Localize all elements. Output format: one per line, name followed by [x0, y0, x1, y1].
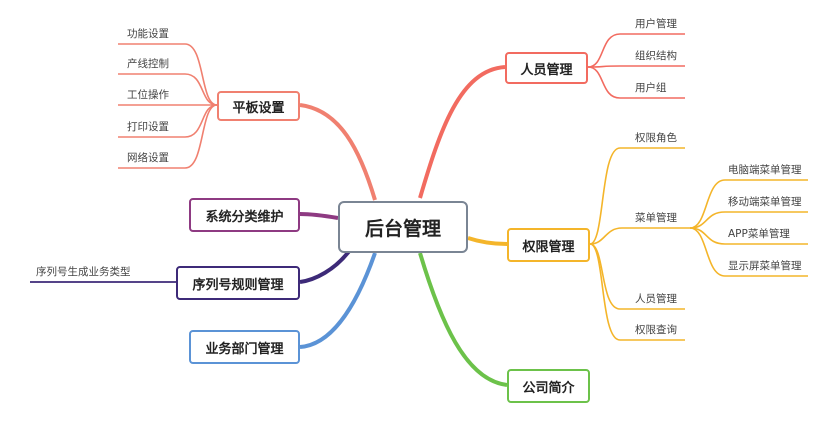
root-node[interactable]: 后台管理: [338, 201, 468, 253]
branch-gongsi[interactable]: 公司简介: [507, 369, 590, 403]
link-pingban-4: [118, 104, 218, 138]
leaf-caidan-3[interactable]: APP菜单管理: [728, 228, 790, 240]
link-quanxian-2: [589, 227, 690, 245]
link-pingban-1: [118, 43, 218, 106]
branch-pingban[interactable]: 平板设置: [217, 91, 300, 121]
leaf-renyuan-3[interactable]: 用户组: [635, 82, 667, 94]
branch-quanxian[interactable]: 权限管理: [507, 228, 590, 262]
leaf-quanxian-4[interactable]: 权限查询: [635, 324, 677, 336]
link-quanxian-4: [589, 243, 685, 341]
leaf-renyuan-1[interactable]: 用户管理: [635, 18, 677, 30]
link-caidan-4: [689, 227, 808, 277]
link-root-gongsi: [418, 252, 508, 387]
link-caidan-2: [689, 211, 808, 229]
branch-yewu[interactable]: 业务部门管理: [189, 330, 300, 364]
leaf-caidan-2[interactable]: 移动端菜单管理: [728, 196, 802, 208]
link-pingban-5: [118, 104, 218, 169]
link-root-yewu: [299, 252, 377, 349]
link-root-xitong: [299, 212, 339, 220]
leaf-pingban-4[interactable]: 打印设置: [127, 121, 169, 133]
leaf-quanxian-1[interactable]: 权限角色: [635, 132, 677, 144]
link-quanxian-1: [589, 147, 685, 245]
leaf-renyuan-2[interactable]: 组织结构: [635, 50, 677, 62]
branch-xitong[interactable]: 系统分类维护: [189, 198, 300, 232]
branch-renyuan[interactable]: 人员管理: [505, 52, 588, 84]
link-renyuan-1: [587, 33, 685, 68]
link-root-xuliehao: [299, 248, 352, 284]
leaf-quanxian-2[interactable]: 菜单管理: [635, 212, 677, 224]
leaf-quanxian-3[interactable]: 人员管理: [635, 293, 677, 305]
leaf-pingban-2[interactable]: 产线控制: [127, 58, 169, 70]
branch-xuliehao[interactable]: 序列号规则管理: [176, 266, 300, 300]
leaf-pingban-3[interactable]: 工位操作: [127, 89, 169, 101]
link-renyuan-2: [587, 65, 685, 68]
leaf-caidan-1[interactable]: 电脑端菜单管理: [728, 164, 802, 176]
link-caidan-1: [689, 179, 808, 229]
link-renyuan-3: [587, 66, 685, 99]
leaf-xuliehao-1[interactable]: 序列号生成业务类型: [36, 266, 131, 278]
leaf-pingban-5[interactable]: 网络设置: [127, 152, 169, 164]
leaf-pingban-1[interactable]: 功能设置: [127, 28, 169, 40]
link-root-pingban: [299, 103, 377, 201]
link-root-renyuan: [418, 65, 506, 199]
leaf-caidan-4[interactable]: 显示屏菜单管理: [728, 260, 802, 272]
link-pingban-2: [118, 73, 218, 106]
link-root-quanxian: [467, 236, 508, 246]
